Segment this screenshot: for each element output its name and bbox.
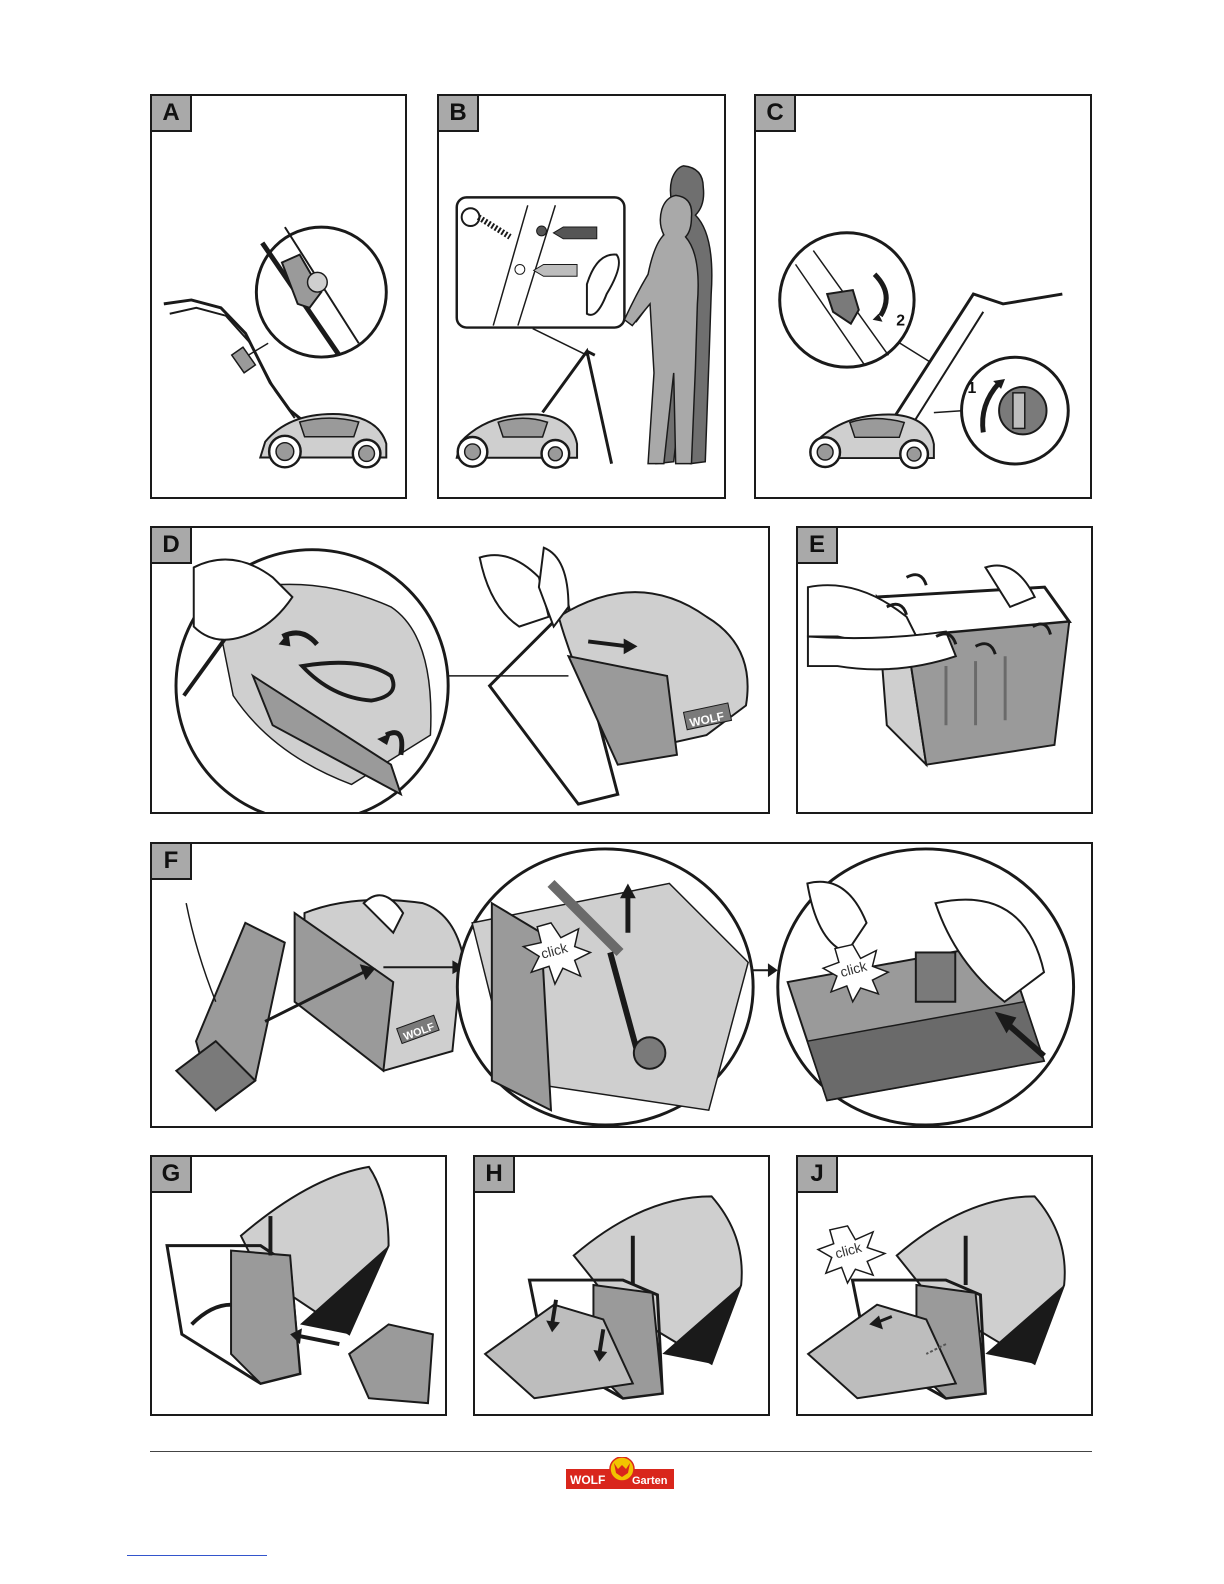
logo-text-right: Garten bbox=[632, 1475, 668, 1487]
handle-knob-tighten-illustration: 2 1 bbox=[756, 96, 1090, 497]
footer-link-underline bbox=[127, 1555, 267, 1556]
panel-label-g: G bbox=[152, 1157, 192, 1193]
logo-text-left: WOLF bbox=[570, 1473, 605, 1487]
panel-e: E bbox=[796, 526, 1093, 814]
wolf-garten-logo: WOLF Garten bbox=[566, 1457, 674, 1489]
panel-g: G bbox=[150, 1155, 447, 1416]
panel-label-d: D bbox=[152, 528, 192, 564]
panel-label-c: C bbox=[756, 96, 796, 132]
panel-label-b: B bbox=[439, 96, 479, 132]
mulch-insert-step-g-illustration bbox=[152, 1157, 445, 1414]
panel-label-j: J bbox=[798, 1157, 838, 1193]
panel-d: D WOLF bbox=[150, 526, 770, 814]
panel-a: A bbox=[150, 94, 407, 499]
panel-h: H bbox=[473, 1155, 770, 1416]
grass-bag-frame-clip-illustration bbox=[798, 528, 1091, 812]
mulch-insert-locked-illustration: click bbox=[798, 1157, 1091, 1414]
mower-handle-clip-illustration bbox=[152, 96, 405, 497]
panel-j: J click bbox=[796, 1155, 1093, 1416]
panel-label-a: A bbox=[152, 96, 192, 132]
grass-bag-attach-illustration: WOLF click click bbox=[152, 844, 1091, 1126]
panel-b: B bbox=[437, 94, 726, 499]
step-one-label: 1 bbox=[967, 380, 976, 397]
mulch-insert-step-h-illustration bbox=[475, 1157, 768, 1414]
panel-label-f: F bbox=[152, 844, 192, 880]
handle-height-adjust-illustration bbox=[439, 96, 724, 497]
panel-c: C 2 1 bbox=[754, 94, 1092, 499]
panel-label-e: E bbox=[798, 528, 838, 564]
step-two-label: 2 bbox=[896, 313, 905, 330]
panel-f: F WOLF click cl bbox=[150, 842, 1093, 1128]
footer-divider bbox=[150, 1451, 1092, 1452]
grass-bag-frame-assembly-illustration: WOLF bbox=[152, 528, 768, 812]
panel-label-h: H bbox=[475, 1157, 515, 1193]
